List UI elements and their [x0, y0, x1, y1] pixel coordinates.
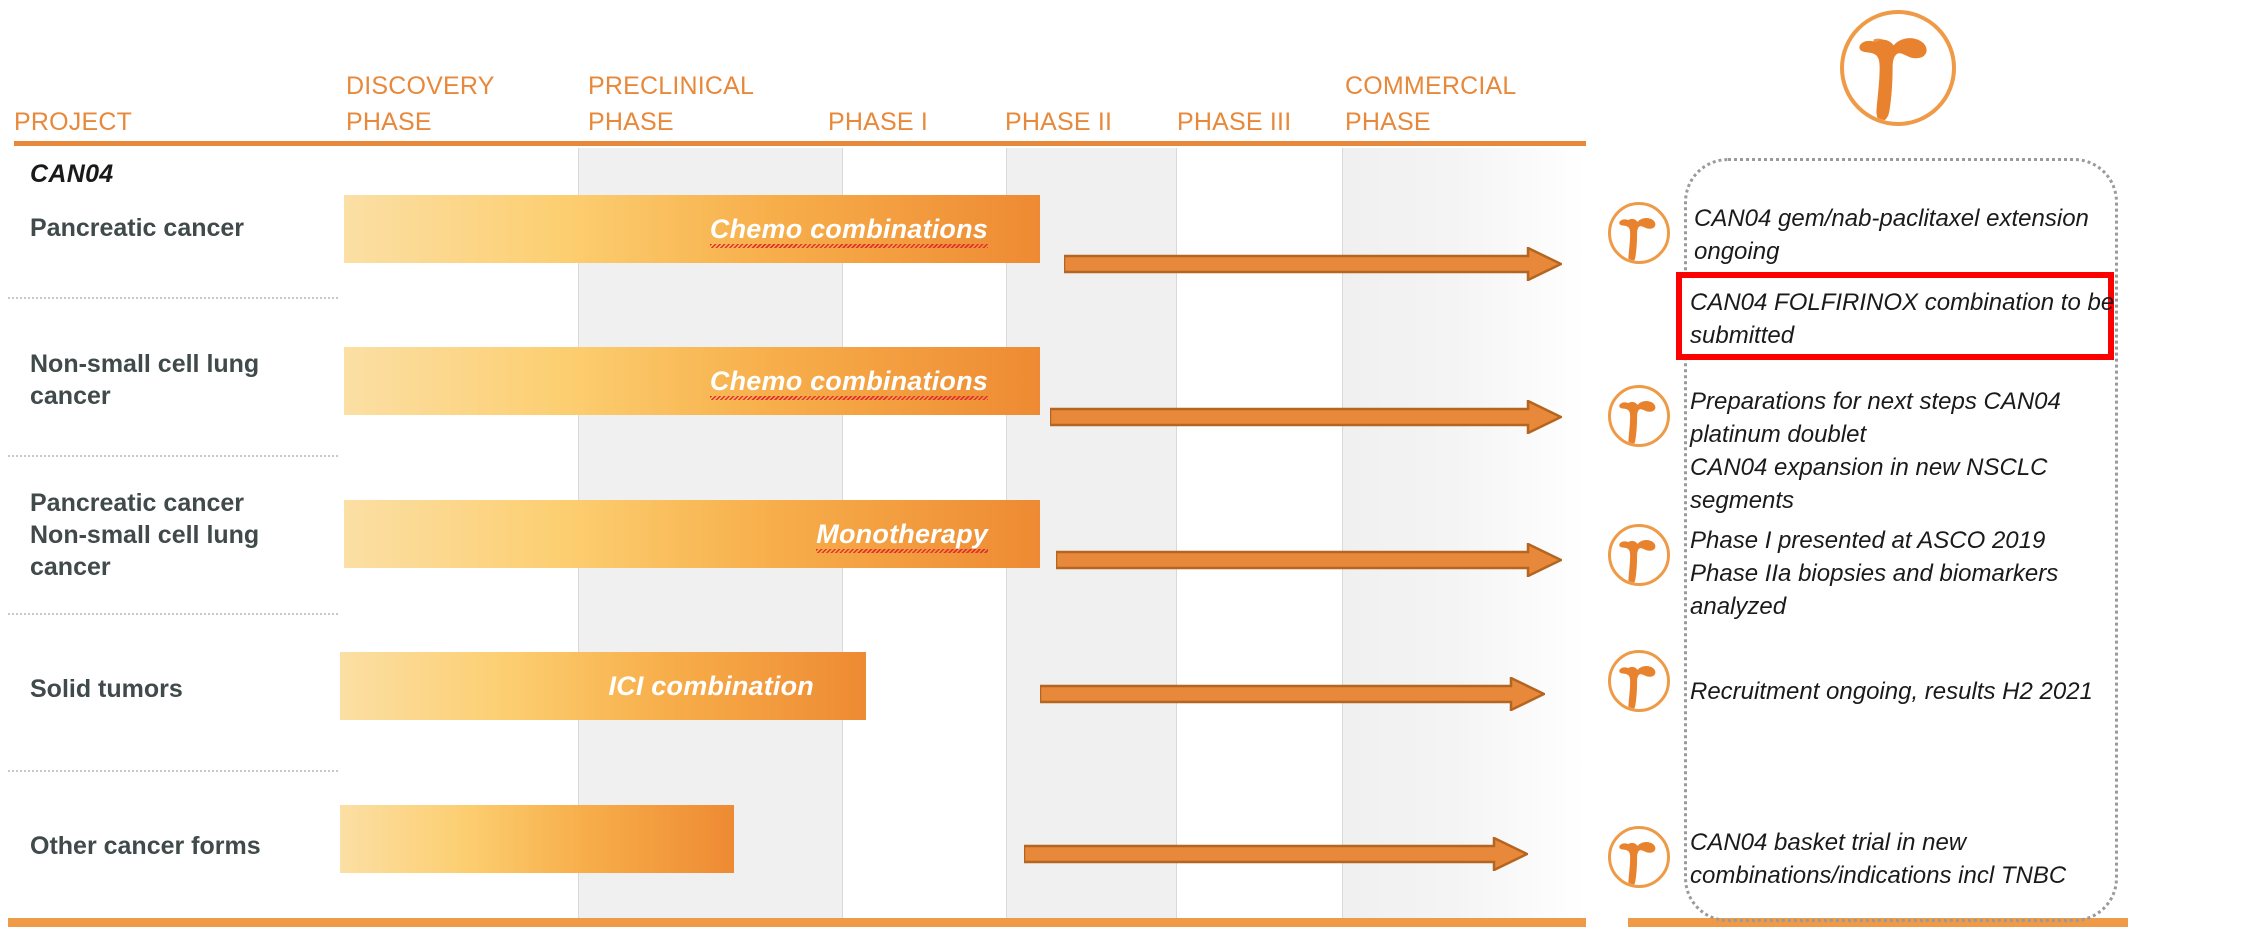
note-bullet-logo-icon-0 [1608, 202, 1670, 264]
footer-rule-left [8, 918, 1586, 927]
row-label-4: Other cancer forms [30, 832, 261, 860]
header-project-label: PROJECT [14, 108, 133, 136]
phase-bar-1[interactable]: Chemo combinations [344, 347, 1040, 415]
phase-header-2: PHASE I [828, 108, 929, 136]
row-label-0: Pancreatic cancer [30, 214, 245, 242]
phase-column-4 [1342, 148, 1586, 922]
note-highlight-1 [1676, 272, 2114, 360]
note-text-2: Preparations for next steps CAN04 platin… [1690, 388, 2061, 514]
note-bullet-logo-icon-5 [1608, 826, 1670, 888]
phase-bar-3[interactable]: ICI combination [340, 652, 866, 720]
note-text-3: Phase I presented at ASCO 2019 Phase IIa… [1690, 527, 2059, 620]
note-text-1: CAN04 FOLFIRINOX combination to be submi… [1690, 289, 2115, 349]
progress-arrow-1[interactable] [1050, 400, 1562, 434]
phase-bar-2[interactable]: Monotherapy [344, 500, 1040, 568]
progress-arrow-2[interactable] [1056, 543, 1562, 577]
note-bullet-logo-icon-4 [1608, 650, 1670, 712]
phase-header-1: PRECLINICAL PHASE [588, 72, 755, 136]
note-bullet-logo-icon-2 [1608, 385, 1670, 447]
note-text-0: CAN04 gem/nab-paclitaxel extension ongoi… [1694, 205, 2089, 265]
phase-bar-label-2: Monotherapy [816, 518, 988, 553]
note-text-4: Recruitment ongoing, results H2 2021 [1690, 678, 2093, 705]
phase-bar-label-0: Chemo combinations [709, 213, 989, 248]
row-label-2: Pancreatic cancer Non-small cell lung ca… [30, 489, 260, 581]
row-separator-3 [8, 770, 338, 772]
progress-arrow-0[interactable] [1064, 247, 1562, 281]
note-bullet-logo-icon-3 [1608, 524, 1670, 586]
row-separator-2 [8, 613, 338, 615]
row-label-1: Non-small cell lung cancer [30, 350, 260, 410]
phase-bar-4[interactable] [340, 805, 734, 873]
row-separator-1 [8, 455, 338, 457]
phase-gridline-4 [1342, 148, 1343, 922]
footer-rule-right [1628, 918, 2128, 927]
notes-panel [1684, 158, 2118, 922]
phase-bar-0[interactable]: Chemo combinations [344, 195, 1040, 263]
phase-gridline-3 [1176, 148, 1177, 922]
phase-header-5: COMMERCIAL PHASE [1345, 72, 1517, 136]
phase-column-3 [1176, 148, 1342, 922]
phase-header-0: DISCOVERY PHASE [346, 72, 495, 136]
row-separator-0 [8, 297, 338, 299]
phase-bar-label-1: Chemo combinations [709, 365, 989, 400]
note-text-5: CAN04 basket trial in new combinations/i… [1690, 829, 2067, 889]
row-label-3: Solid tumors [30, 675, 183, 703]
phase-header-3: PHASE II [1005, 108, 1113, 136]
progress-arrow-4[interactable] [1024, 837, 1528, 871]
phase-bar-label-3: ICI combination [608, 670, 814, 701]
project-code: CAN04 [30, 160, 114, 188]
company-logo [1840, 10, 1956, 126]
header-rule [14, 141, 1586, 146]
phase-header-4: PHASE III [1177, 108, 1292, 136]
progress-arrow-3[interactable] [1040, 677, 1545, 711]
